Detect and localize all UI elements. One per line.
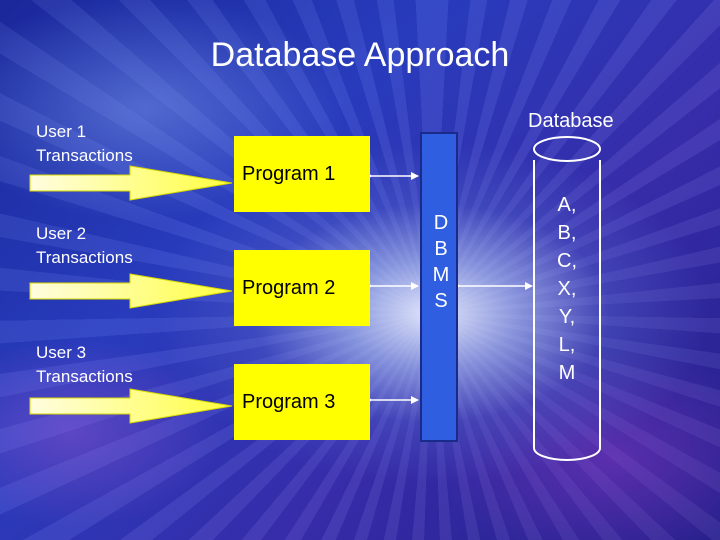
database-label: Database <box>528 110 614 132</box>
program-3-box: Program 3 <box>234 364 370 440</box>
user-1-label: User 1 Transactions <box>36 120 133 168</box>
user-3-transactions: Transactions <box>36 367 133 386</box>
dbms-letter-m: M <box>432 264 450 286</box>
slide-title: Database Approach <box>210 36 510 74</box>
program-2-label: Program 2 <box>242 276 336 299</box>
user-1-name: User 1 <box>36 122 87 141</box>
database-item-m: M <box>558 362 576 384</box>
program-1-label: Program 1 <box>242 162 336 185</box>
user-1-arrow <box>29 165 233 201</box>
program-3-label: Program 3 <box>242 390 336 413</box>
user-2-name: User 2 <box>36 224 87 243</box>
database-item-y: Y, <box>558 306 576 328</box>
program-2-box: Program 2 <box>234 250 370 326</box>
user-1-transactions: Transactions <box>36 146 133 165</box>
dbms-letter-s: S <box>434 290 448 312</box>
dbms-letter-b: B <box>434 238 448 260</box>
dbms-letter-d: D <box>433 212 449 234</box>
user-3-arrow <box>29 388 233 424</box>
dbms-box: D B M S <box>420 132 458 442</box>
database-item-l: L, <box>558 334 576 356</box>
database-item-a: A, <box>557 194 577 216</box>
program-1-box: Program 1 <box>234 136 370 212</box>
user-2-transactions: Transactions <box>36 248 133 267</box>
database-item-x: X, <box>557 278 577 300</box>
user-3-label: User 3 Transactions <box>36 341 133 389</box>
user-2-arrow <box>29 273 233 309</box>
user-2-label: User 2 Transactions <box>36 222 133 270</box>
database-item-b: B, <box>557 222 577 244</box>
database-cylinder <box>533 136 601 461</box>
database-item-c: C, <box>557 250 577 272</box>
user-3-name: User 3 <box>36 343 87 362</box>
